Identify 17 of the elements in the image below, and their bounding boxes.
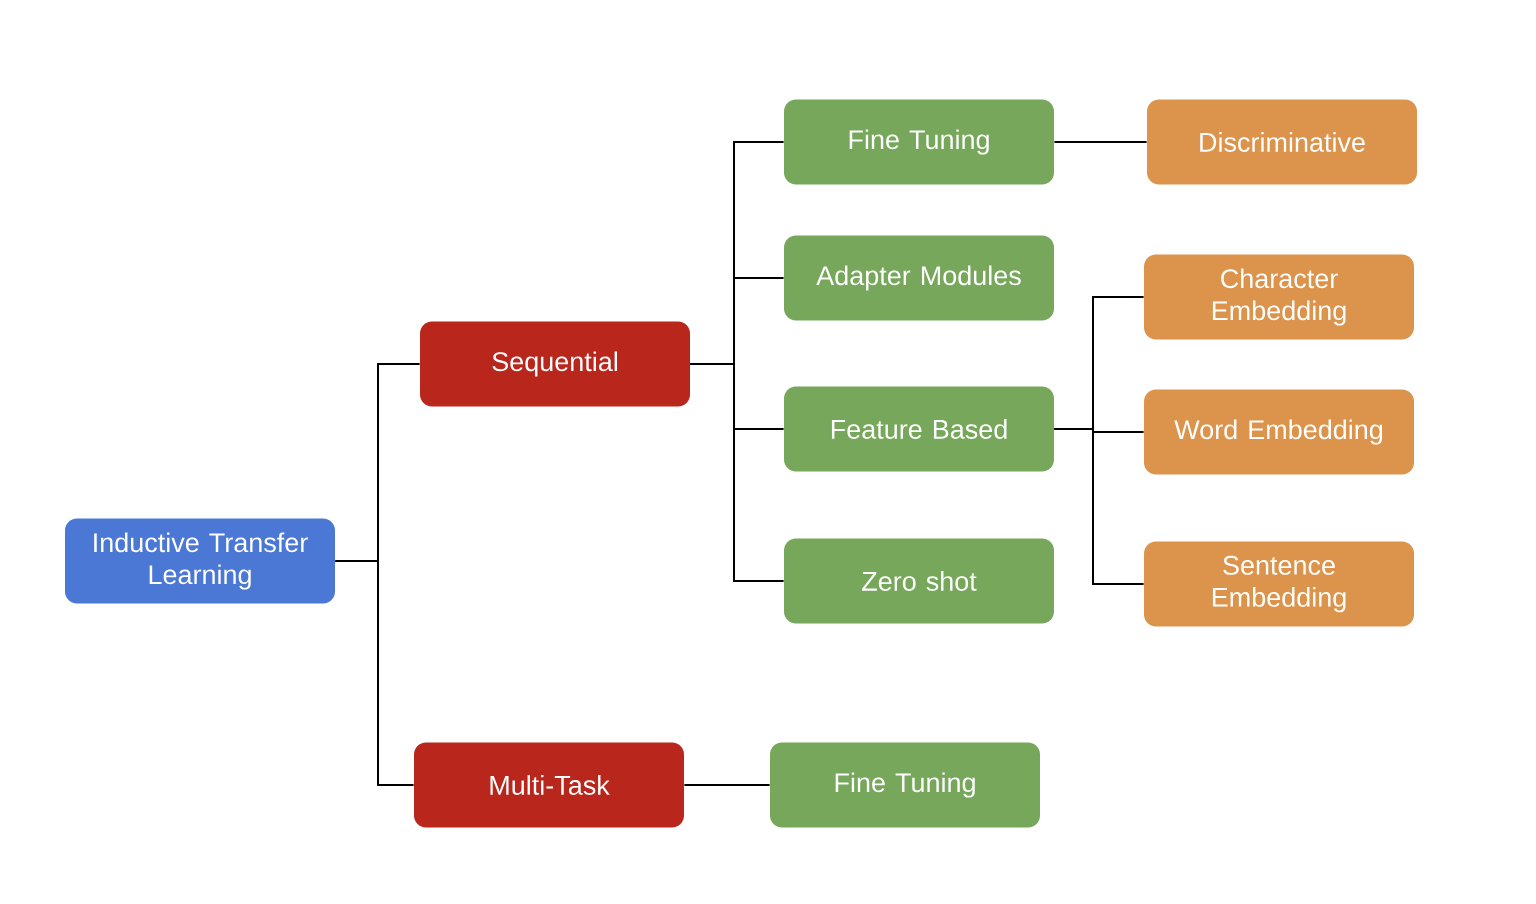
category-box: Sentence Embedding bbox=[1144, 541, 1414, 627]
category-box: Discriminative bbox=[1147, 99, 1417, 185]
category-box: Fine Tuning bbox=[784, 99, 1054, 185]
category-box: Character Embedding bbox=[1144, 254, 1414, 340]
connector-line bbox=[683, 784, 771, 786]
category-box: Sequential bbox=[420, 321, 690, 407]
connector-line bbox=[334, 560, 415, 786]
connector-line bbox=[689, 363, 785, 582]
category-box: Word Embedding bbox=[1144, 389, 1414, 475]
category-box: Zero shot bbox=[784, 538, 1054, 624]
connector-line bbox=[1053, 141, 1148, 143]
category-box: Adapter Modules bbox=[784, 235, 1054, 321]
category-box: Fine Tuning bbox=[770, 742, 1040, 828]
category-box: Multi-Task bbox=[414, 742, 684, 828]
category-box: Inductive Transfer Learning bbox=[65, 518, 335, 604]
connector-line bbox=[1053, 428, 1145, 585]
category-box: Feature Based bbox=[784, 386, 1054, 472]
